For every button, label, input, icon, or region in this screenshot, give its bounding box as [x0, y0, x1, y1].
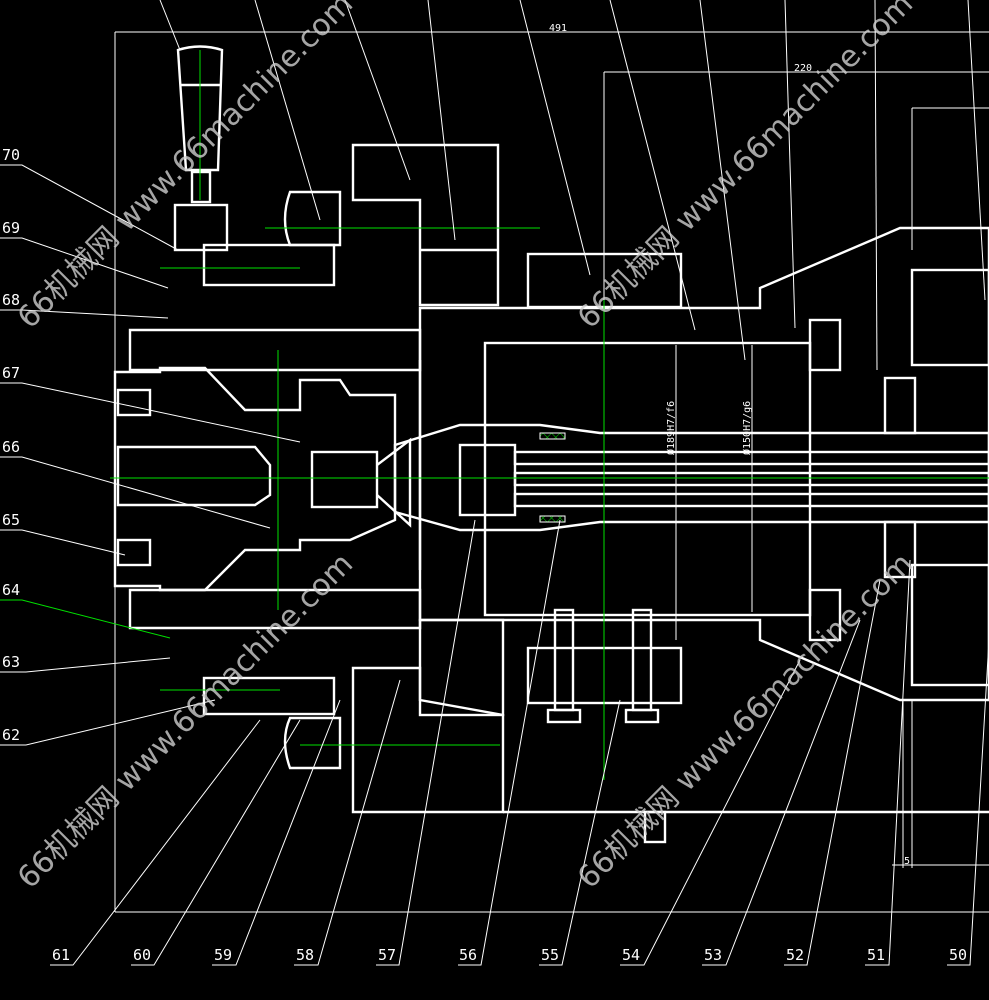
part-label-67: 67 [2, 364, 20, 382]
dimension-5: 5 [904, 856, 910, 867]
left-part-labels: 70 69 68 67 66 65 64 63 62 [2, 146, 20, 744]
right-flange [808, 268, 989, 687]
watermark-4: 66机械网 www.66machine.com [571, 546, 920, 895]
dimension-lines [114, 31, 989, 913]
part-label-64: 64 [2, 581, 20, 599]
part-label-62: 62 [2, 726, 20, 744]
spindle-housing [418, 226, 989, 702]
fit-dimension-189: Ø189H7/f6 [665, 401, 677, 455]
part-label-54: 54 [622, 946, 640, 964]
part-label-56: 56 [459, 946, 477, 964]
part-label-51: 51 [867, 946, 885, 964]
part-label-57: 57 [378, 946, 396, 964]
part-label-58: 58 [296, 946, 314, 964]
part-label-55: 55 [541, 946, 559, 964]
part-label-70: 70 [2, 146, 20, 164]
part-label-68: 68 [2, 291, 20, 309]
part-label-65: 65 [2, 511, 20, 529]
bottom-bolts [546, 608, 667, 844]
outer-ring-top [128, 143, 683, 372]
part-label-53: 53 [704, 946, 722, 964]
leader-lines-bottom [50, 519, 989, 966]
part-label-52: 52 [786, 946, 804, 964]
part-label-61: 61 [52, 946, 70, 964]
dimension-491: 491 [549, 23, 567, 34]
center-lines [110, 50, 989, 780]
watermark-3: 66机械网 www.66machine.com [11, 546, 360, 895]
part-label-59: 59 [214, 946, 232, 964]
part-label-63: 63 [2, 653, 20, 671]
part-label-50: 50 [949, 946, 967, 964]
chuck-body [113, 366, 412, 592]
leader-lines-left [0, 164, 301, 746]
bottom-part-labels: 61 60 59 58 57 56 55 54 53 52 51 50 [52, 946, 967, 964]
part-label-66: 66 [2, 438, 20, 456]
part-label-69: 69 [2, 219, 20, 237]
dimension-220: 220 [794, 63, 812, 74]
leader-lines-top [159, 0, 986, 371]
fit-dimension-150: Ø150H7/g6 [741, 401, 753, 455]
lever-handle [173, 45, 342, 770]
central-arbor [393, 423, 989, 532]
part-label-60: 60 [133, 946, 151, 964]
